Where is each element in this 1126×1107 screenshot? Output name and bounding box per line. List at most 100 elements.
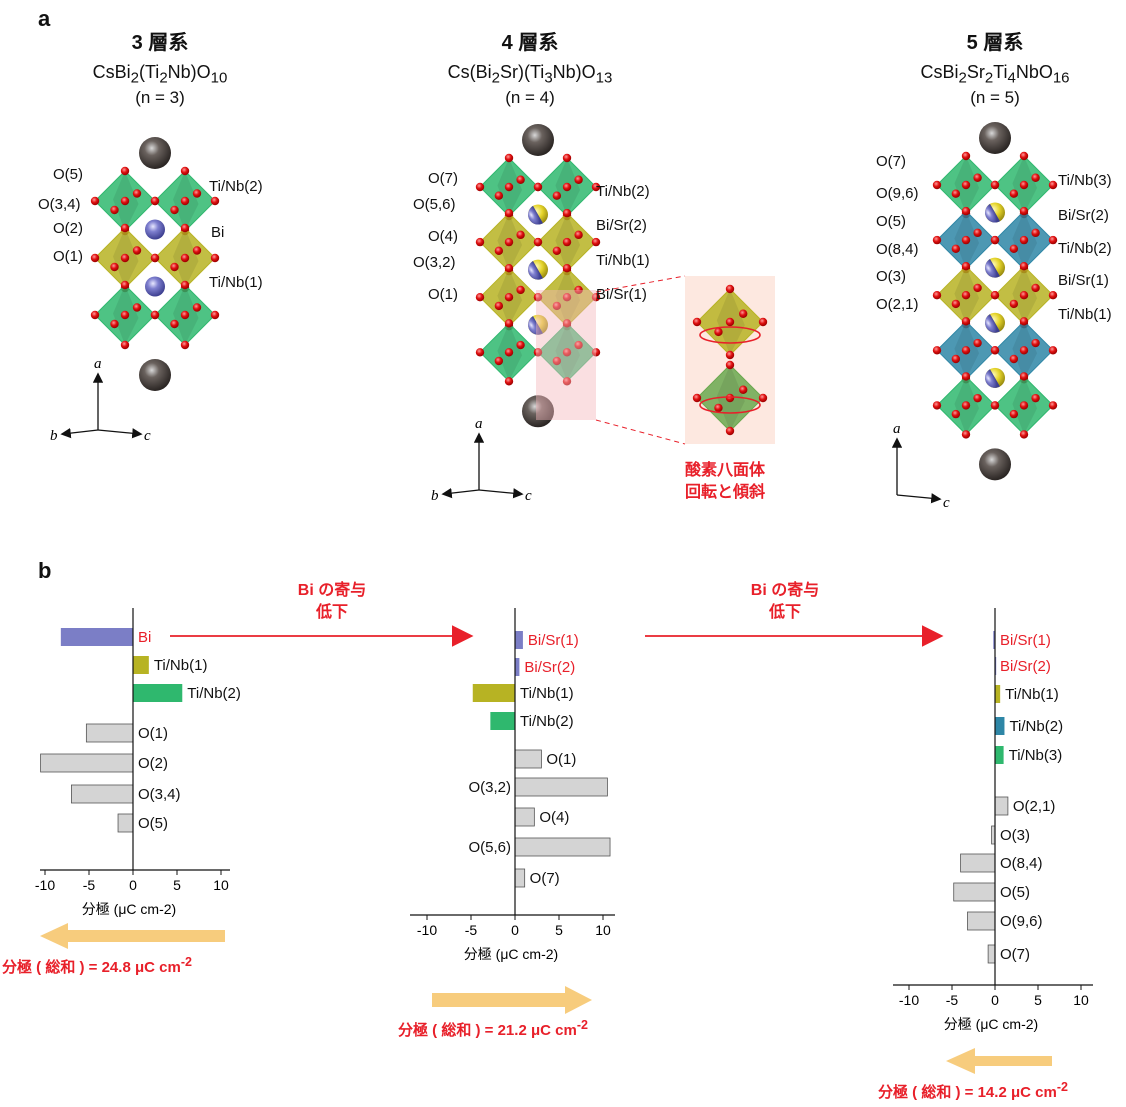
oxygen-atom [516,230,525,240]
oxygen-atom [504,208,514,218]
oxygen-atom [725,426,735,436]
bar-Ti/Nb(3) [995,746,1004,764]
bar-Ti/Nb(1) [995,685,1001,703]
site-label-left: O(5) [53,166,83,183]
bar-label: O(9,6) [1000,913,1043,930]
oxygen-atom [961,401,971,410]
oxygen-atom [1048,346,1058,355]
structure-4layer [475,124,601,428]
oxygen-atom [504,264,514,273]
oxygen-atom [192,303,202,312]
oxygen-atom [1009,244,1019,253]
oxygen-atom [504,237,514,247]
oxygen-atom [725,360,735,370]
oxygen-atom [552,301,562,311]
cs-atom [522,395,554,428]
bi-half [528,260,544,280]
site-label-left: O(3,4) [38,196,81,213]
site-label-right: Bi/Sr(1) [596,286,647,303]
oxygen-atom [725,350,735,360]
title-5layer: 5 層系 [966,32,1024,54]
oxygen-atom [120,310,130,320]
formula-4layer: Cs(Bi2Sr)(Ti3Nb)O13 [447,62,613,87]
oxygen-atom [1031,338,1040,348]
bar-O(2) [40,753,134,773]
oxygen-atom [180,280,190,290]
oxygen-atom [725,317,735,327]
oxygen-atom [504,348,514,357]
oxygen-atom [552,246,562,255]
oxygen-atom [692,393,702,403]
bi-half [527,205,543,225]
bar-label: Ti/Nb(2) [187,685,241,702]
bi-contribution-note-2: Bi の寄与 低下 [715,580,855,624]
bar-O(3,2) [514,777,608,797]
oxygen-atom [990,291,1000,300]
note2-line-1: Bi の寄与 [750,582,820,599]
bar-label: O(5) [1000,884,1030,901]
site-label-left: O(7) [428,170,458,187]
total-arrow-4layer [432,986,592,1014]
chart-5layer: Bi/Sr(1)Bi/Sr(2)Ti/Nb(1)Ti/Nb(2)Ti/Nb(3)… [893,608,1093,1032]
oxygen-atom [120,340,130,350]
bar-O(7) [987,944,996,964]
oxygen-atom [961,372,971,381]
title-4layer: 4 層系 [501,32,559,54]
site-label-left: O(5,6) [413,196,456,213]
bar-Bi/Sr(2) [515,658,520,676]
oxygen-atom [1019,235,1029,245]
oxygen-atom [110,319,119,329]
oxygen-atom [192,189,202,198]
bar-O(5) [117,813,134,833]
x-tick-label: -5 [946,992,959,1008]
formula-5layer: CsBi2Sr2Ti4NbO16 [920,62,1070,87]
bi-half [985,258,1001,278]
site-label-left: O(5) [876,213,906,230]
polarization-charts: BiTi/Nb(1)Ti/Nb(2)O(1)O(2)O(3,4)O(5)-10-… [35,608,1093,1074]
bar-label: Bi/Sr(1) [1000,632,1051,649]
oxygen-atom [533,293,543,302]
oxygen-atom [714,403,723,413]
oxygen-atom [90,310,100,320]
axis-a-label: a [475,416,483,432]
site-label-left: O(1) [53,248,83,265]
total-arrow-5layer [946,1048,1052,1074]
oxygen-atom [533,182,543,192]
oxygen-atom [1048,180,1058,190]
oxygen-atom [562,208,572,218]
oxygen-atom [552,356,562,366]
oxygen-atom [932,346,942,355]
bar-label: Ti/Nb(1) [1005,686,1059,703]
axis-b-line [60,427,99,439]
bar-Ti/Nb(1) [133,656,149,674]
note1-line-2: 低下 [315,604,348,621]
oxygen-atom [961,346,971,355]
axis-a-label: a [893,421,901,437]
oxygen-atom [504,377,514,386]
oxygen-atom [951,189,961,198]
oxygen-atom [552,191,562,200]
oxygen-atom [932,291,942,300]
oxygen-atom [591,348,601,357]
oxygen-atom [562,319,572,328]
panel-a-label: a [38,6,51,31]
oxygen-atom [961,317,971,326]
oxygen-atom [90,253,100,263]
oxygen-atom [725,284,735,294]
axis-c-label: c [943,495,950,511]
oxygen-atom [494,301,504,311]
oxygen-atom [990,401,1000,410]
oxygen-atom [961,262,971,271]
oxygen-atom [961,235,971,245]
oxygen-atom [110,262,119,272]
oxygen-atom [574,285,583,295]
bar-label: O(3,4) [138,786,181,803]
bar-label: Bi [138,629,151,646]
oxygen-atom [475,293,485,302]
site-label-left: O(2) [53,220,83,237]
x-tick-label: 0 [511,922,519,938]
axis-c-line [478,488,524,499]
bar-label: Ti/Nb(1) [520,685,574,702]
bar-Ti/Nb(1) [472,684,515,702]
